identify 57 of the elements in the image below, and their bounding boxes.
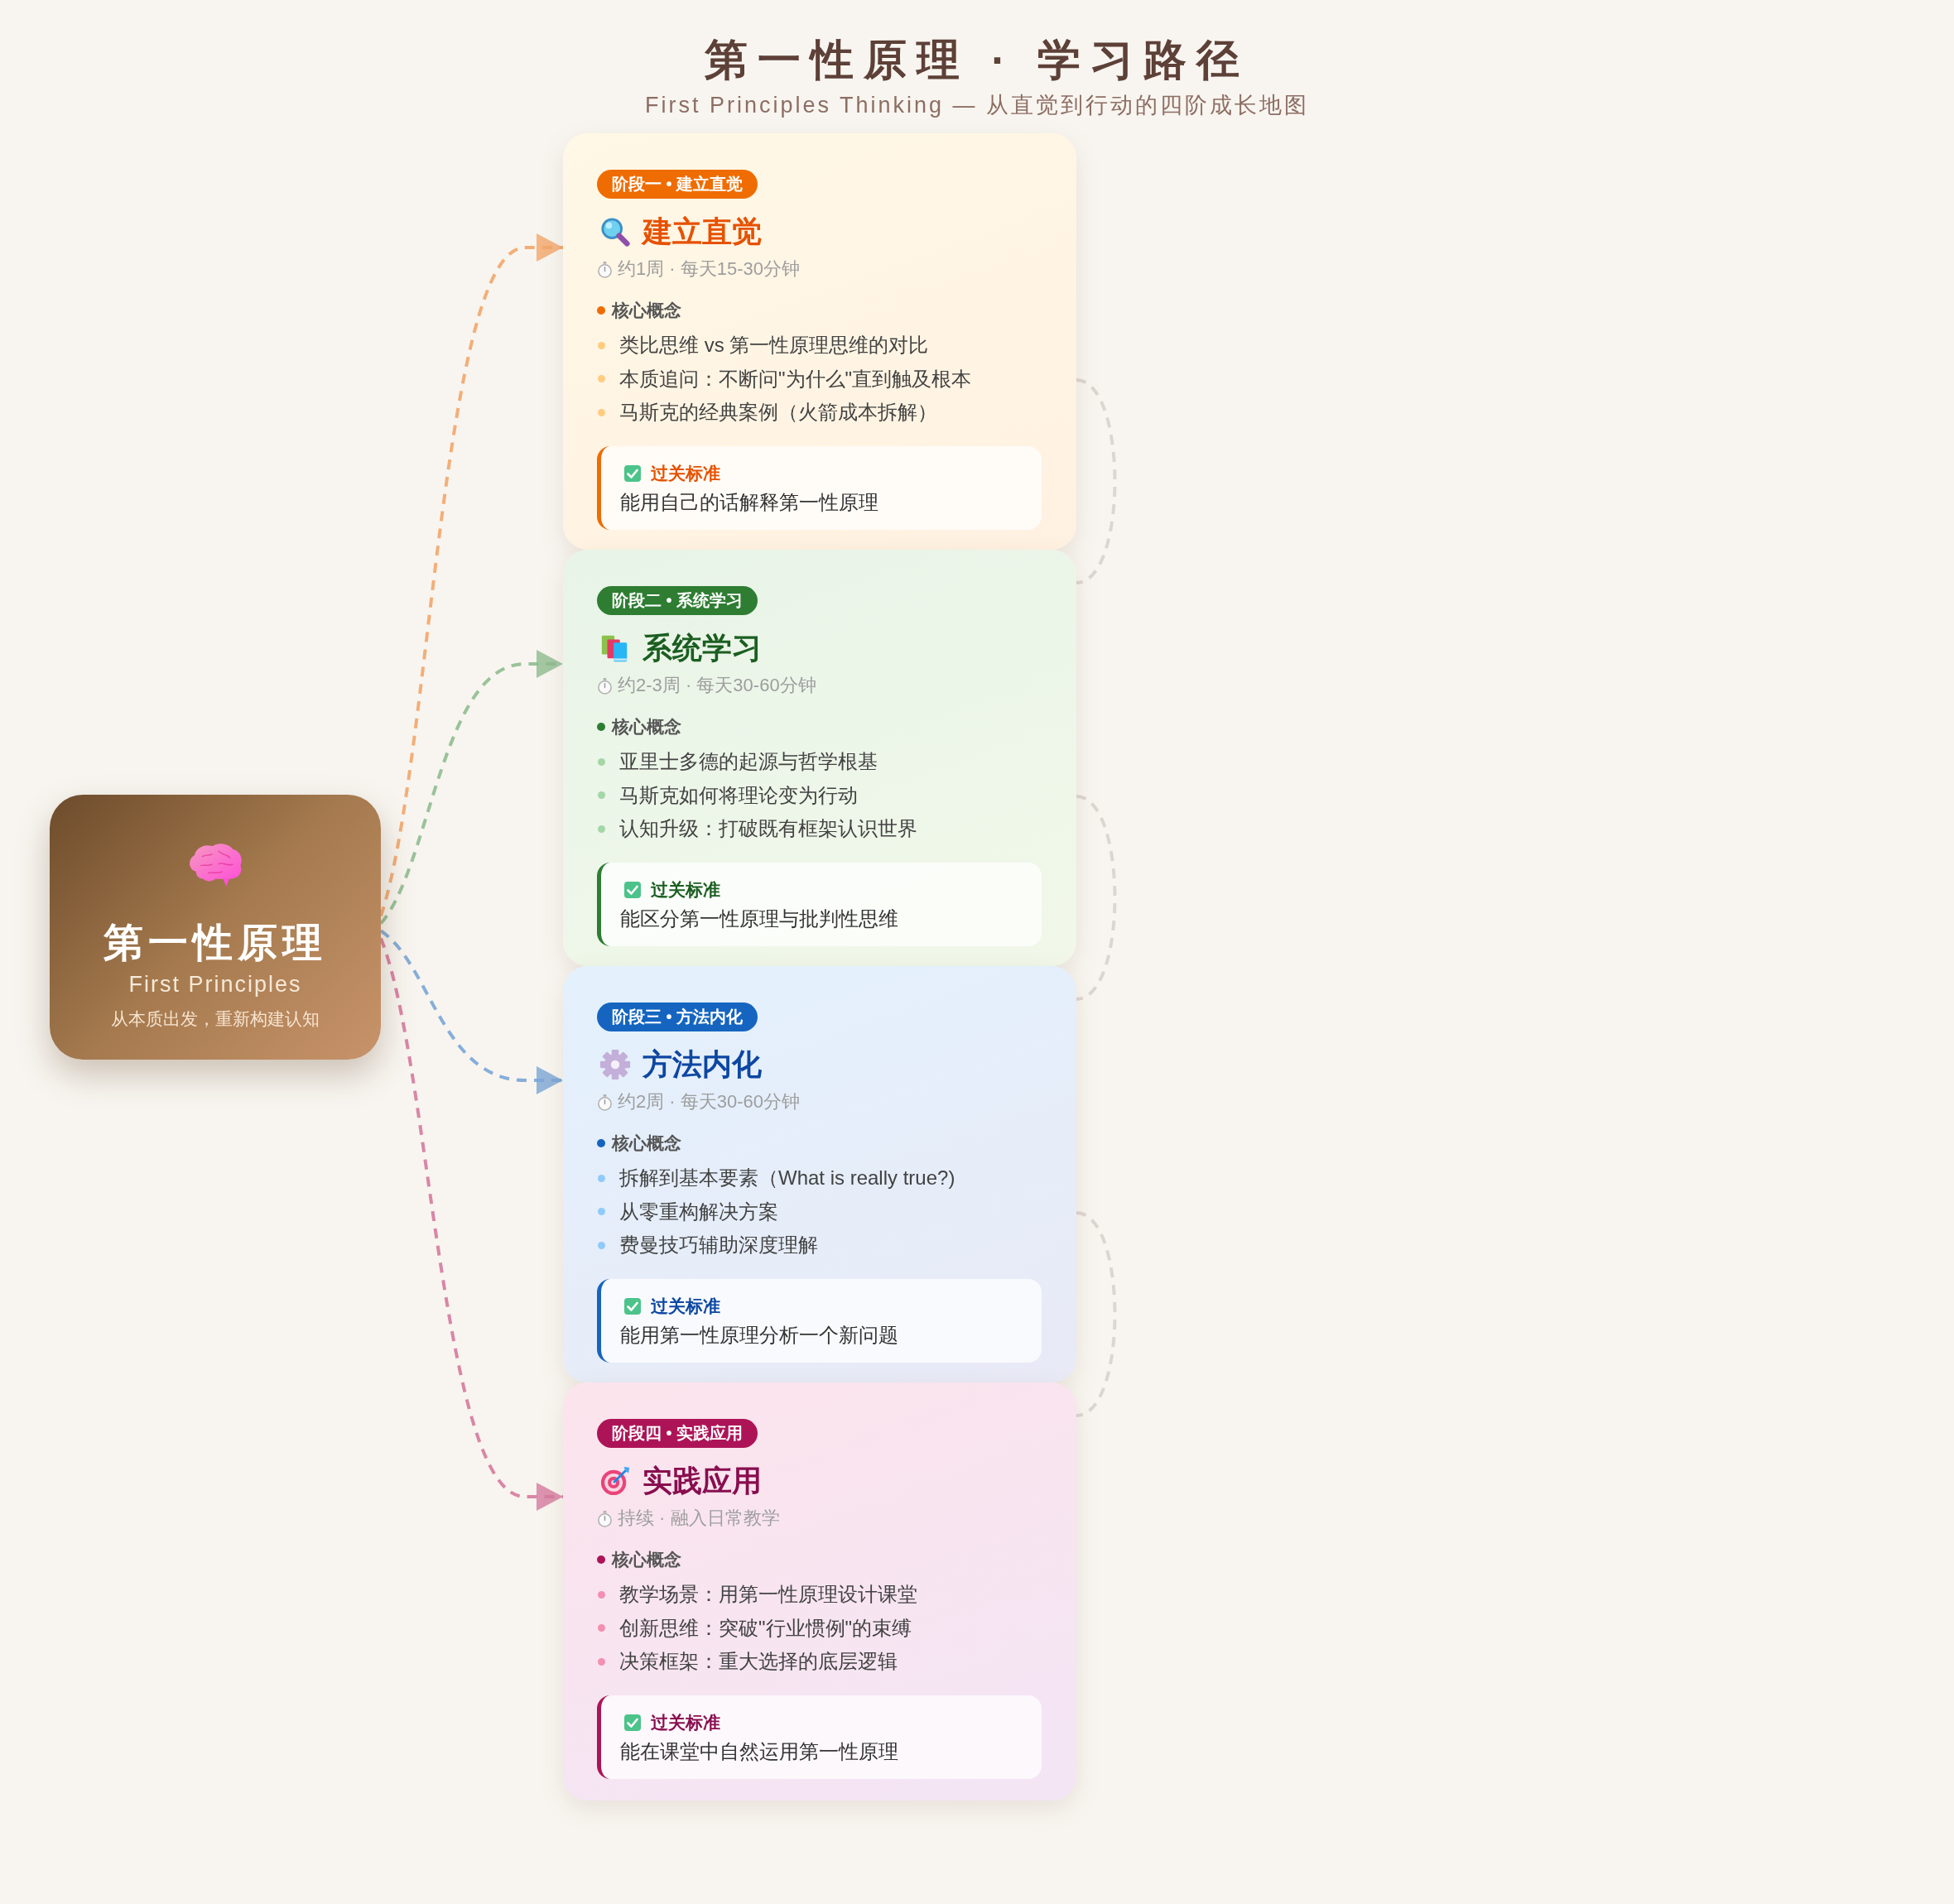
dashed-connector — [1076, 795, 1117, 1001]
central-title: 第一性原理 — [103, 920, 327, 966]
dashed-arrow — [379, 233, 563, 916]
criteria-label: 过关标准 — [651, 462, 720, 484]
list-item-text: 教学场景：用第一性原理设计课堂 — [619, 1582, 917, 1607]
dashed-connector — [1076, 1211, 1117, 1417]
dashed-arrow — [379, 650, 563, 925]
section-heading: 核心概念 — [612, 1549, 681, 1570]
diagram-title: 第一性原理 · 学习路径 — [704, 35, 1250, 85]
duration-text: 持续 · 融入日常教学 — [618, 1507, 780, 1530]
stage-badge: 阶段一 • 建立直觉 — [597, 170, 758, 199]
stage-card — [563, 966, 1076, 1382]
list-item-text: 类比思维 vs 第一性原理思维的对比 — [619, 333, 929, 358]
dashed-arrow — [379, 937, 563, 1511]
dashed-arrow — [379, 929, 563, 1094]
list-item-text: 马斯克如何将理论变为行动 — [619, 782, 858, 808]
stage-card — [563, 1382, 1076, 1801]
list-item-text: 本质追问：不断问"为什么"直到触及根本 — [619, 366, 972, 392]
stage-badge: 阶段三 • 方法内化 — [597, 1002, 758, 1031]
criteria-text: 能用自己的话解释第一性原理 — [620, 489, 878, 515]
list-item-text: 拆解到基本要素（What is really true?) — [619, 1166, 955, 1190]
list-item-text: 认知升级：打破既有框架认识世界 — [619, 816, 917, 841]
central-topic-card — [50, 795, 381, 1060]
duration-text: 约1周 · 每天15-30分钟 — [618, 257, 801, 281]
criteria-panel — [597, 862, 1042, 946]
list-item-text: 创新思维：突破"行业惯例"的束缚 — [619, 1615, 912, 1641]
criteria-text: 能在课堂中自然运用第一性原理 — [620, 1738, 898, 1764]
english-subtitle: First Principles — [128, 971, 302, 998]
criteria-panel — [597, 1695, 1042, 1779]
duration-text: 约2周 · 每天30-60分钟 — [618, 1090, 801, 1113]
criteria-panel — [597, 1278, 1042, 1363]
subtitle-text: First Principles Thinking — 从直觉到行动的四阶成长地图 — [644, 92, 1310, 119]
duration-text: 约2-3周 · 每天30-60分钟 — [618, 674, 816, 697]
stage-title: 系统学习 — [643, 630, 762, 666]
section-heading: 核心概念 — [612, 1132, 681, 1154]
stage-title: 实践应用 — [643, 1463, 762, 1499]
criteria-label: 过关标准 — [651, 1711, 720, 1733]
list-item-text: 费曼技巧辅助深度理解 — [619, 1233, 818, 1257]
list-item-text: 亚里士多德的起源与哲学根基 — [619, 749, 878, 774]
criteria-label: 过关标准 — [651, 878, 720, 901]
criteria-text: 能用第一性原理分析一个新问题 — [620, 1322, 898, 1348]
dashed-connector — [1076, 378, 1117, 584]
section-heading: 核心概念 — [612, 300, 681, 321]
list-item-text: 马斯克的经典案例（火箭成本拆解） — [619, 400, 937, 425]
stage-title: 建立直觉 — [643, 214, 762, 250]
stage-badge: 阶段二 • 系统学习 — [597, 586, 758, 615]
stage-badge: 阶段四 • 实践应用 — [597, 1419, 758, 1448]
list-item-text: 从零重构解决方案 — [619, 1199, 778, 1224]
section-heading: 核心概念 — [612, 716, 681, 738]
criteria-text: 能区分第一性原理与批判性思维 — [620, 906, 898, 931]
criteria-label: 过关标准 — [651, 1295, 720, 1317]
tagline-text: 从本质出发，重新构建认知 — [111, 1008, 320, 1030]
criteria-panel — [597, 445, 1042, 530]
stage-title: 方法内化 — [643, 1046, 762, 1083]
stage-card — [563, 133, 1076, 550]
stage-card — [563, 550, 1076, 966]
list-item-text: 决策框架：重大选择的底层逻辑 — [619, 1649, 898, 1674]
